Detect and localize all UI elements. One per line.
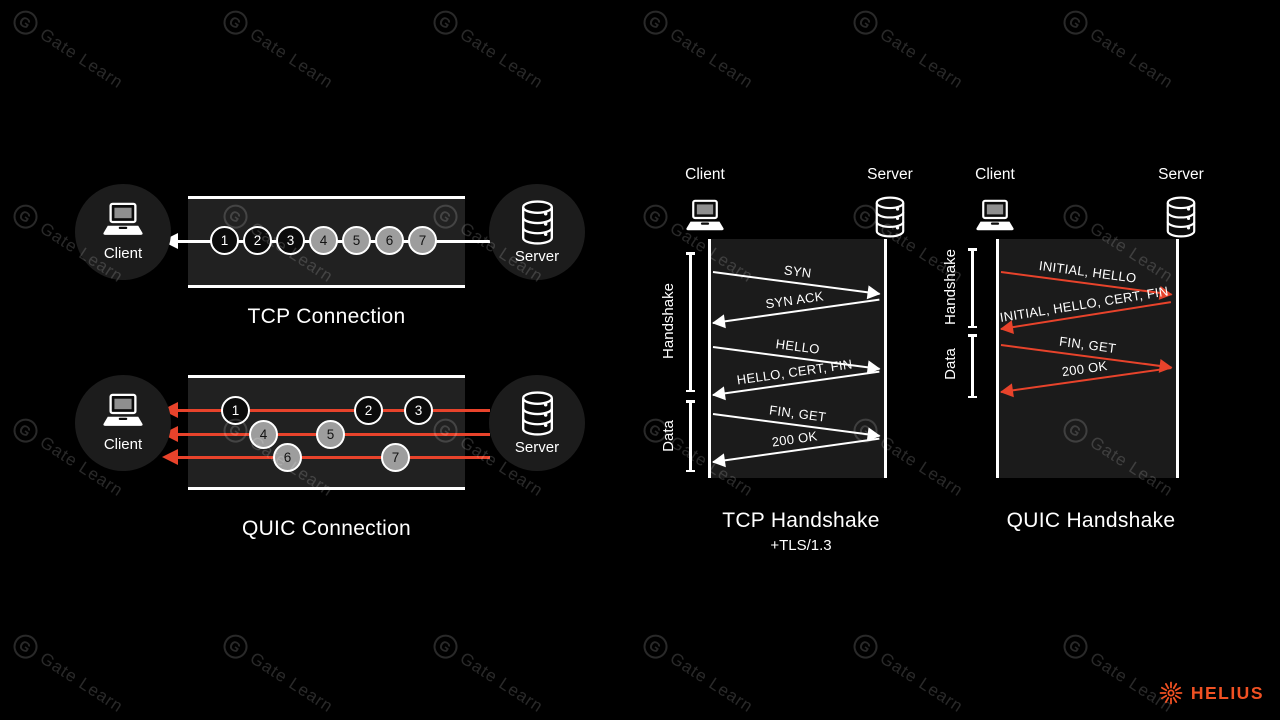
server-label: Server	[1158, 166, 1204, 183]
quic-client-endpoint: Client	[75, 375, 171, 471]
quic-stream-line-1	[176, 408, 490, 412]
tcp-client-endpoint: Client	[75, 184, 171, 280]
client-label: Client	[103, 245, 143, 262]
client-label: Client	[975, 166, 1015, 183]
tcp-packet-2: 2	[243, 226, 272, 255]
quic-connection-title: QUIC Connection	[241, 517, 412, 540]
handshake-phase-bracket	[968, 248, 976, 328]
quic-handshake-title: QUIC Handshake	[1006, 509, 1176, 532]
tcp-server-endpoint: Server	[489, 184, 585, 280]
quic-packet-1: 1	[221, 396, 250, 425]
tcp-packet-4: 4	[309, 226, 338, 255]
data-phase-bracket	[968, 334, 976, 398]
quic-packet-4: 4	[249, 420, 278, 449]
quic-packet-5: 5	[316, 420, 345, 449]
quic-stream-line-3	[176, 455, 490, 459]
server-label: Server	[867, 166, 913, 183]
tcp-connection-title: TCP Connection	[247, 305, 406, 328]
client-lifeline	[996, 239, 999, 478]
tcp-handshake-subtitle: +TLS/1.3	[770, 537, 832, 554]
quic-packet-7: 7	[381, 443, 410, 472]
data-phase-bracket	[686, 400, 694, 472]
server-lifeline	[884, 239, 887, 478]
helius-logo: HELIUS	[1159, 681, 1264, 705]
laptop-icon	[973, 199, 1017, 237]
tcp-packet-6: 6	[375, 226, 404, 255]
quic-server-endpoint: Server	[489, 375, 585, 471]
handshake-phase-bracket	[686, 252, 694, 392]
quic-packet-3: 3	[404, 396, 433, 425]
quic-packet-6: 6	[273, 443, 302, 472]
server-lifeline	[1176, 239, 1179, 478]
database-icon	[1164, 196, 1198, 238]
server-label: Server	[514, 438, 560, 456]
tcp-packet-1: 1	[210, 226, 239, 255]
helius-wordmark: HELIUS	[1190, 682, 1264, 703]
tcp-handshake-title: TCP Handshake	[722, 509, 880, 532]
server-label: Server	[514, 247, 560, 265]
starburst-icon	[1159, 681, 1183, 705]
phase-label-data: Data	[942, 348, 959, 380]
arrowhead-icon	[999, 383, 1014, 400]
tcp-packet-7: 7	[408, 226, 437, 255]
client-lifeline	[708, 239, 711, 478]
client-label: Client	[103, 436, 143, 453]
client-label: Client	[685, 166, 725, 183]
quic-packet-2: 2	[354, 396, 383, 425]
tcp-packet-3: 3	[276, 226, 305, 255]
tcp-packet-5: 5	[342, 226, 371, 255]
left-arrowhead-icon	[162, 449, 178, 465]
quic-sequence-panel	[999, 239, 1176, 478]
